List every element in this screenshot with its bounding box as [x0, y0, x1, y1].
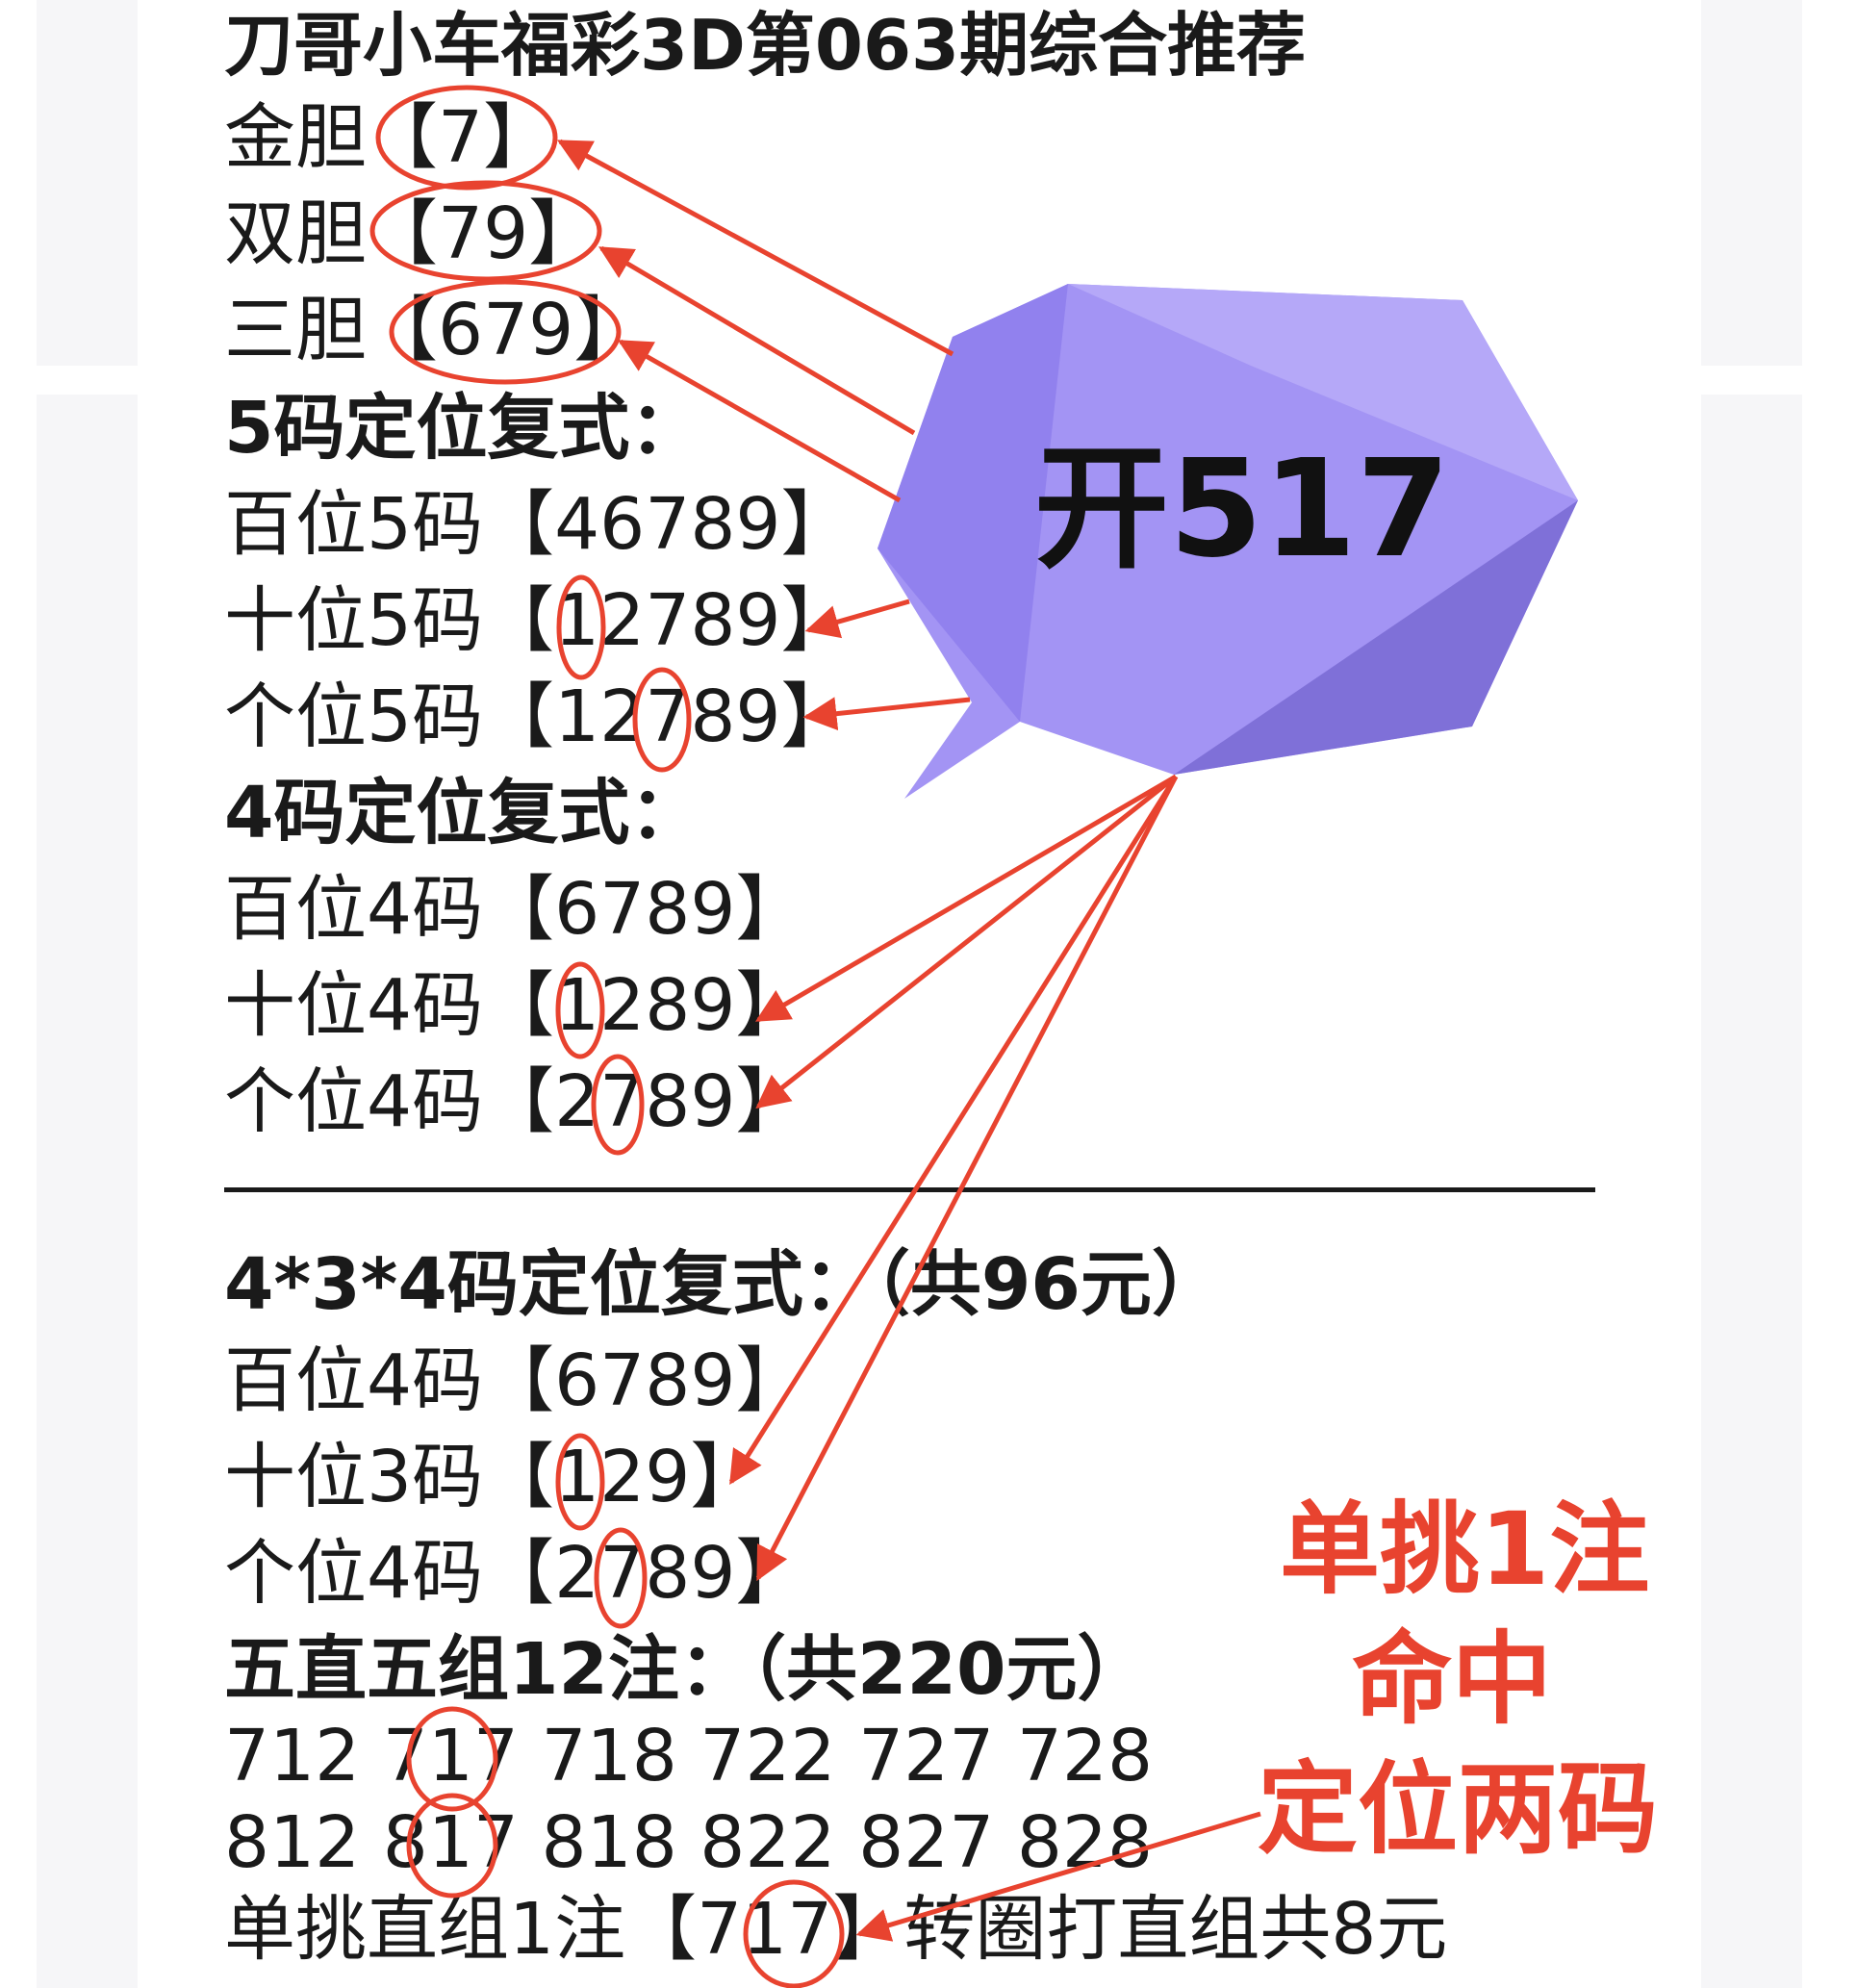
callout-line-2: 命中 — [1352, 1620, 1553, 1738]
right-panel-bottom — [1701, 395, 1802, 1988]
triple-dan: 三胆【679】 — [224, 289, 646, 371]
page-title: 刀哥小车福彩3D第063期综合推荐 — [224, 5, 1307, 86]
five-code-heading: 5码定位复式： — [224, 387, 701, 470]
combo-434-tens: 十位3码【129】 — [224, 1436, 762, 1518]
bubble-text: 开517 — [1034, 431, 1451, 588]
callout-line-1: 单挑1注 — [1280, 1491, 1650, 1608]
left-panel-top — [37, 0, 138, 366]
combo-434-units: 个位4码【2789】 — [224, 1532, 807, 1615]
callout-line-3: 定位两码 — [1258, 1750, 1659, 1868]
circle-gold-dan — [375, 85, 558, 191]
circle-row2-817 — [406, 1793, 498, 1899]
speech-bubble — [878, 284, 1578, 799]
arrow-four-units — [755, 775, 1178, 1109]
circle-five-units — [632, 667, 692, 773]
arrow-callout — [855, 1811, 1261, 1942]
five-direct-row-1: 712 717 718 722 727 728 — [224, 1715, 1154, 1797]
arrow-434-units — [755, 775, 1179, 1582]
circle-five-tens — [556, 574, 606, 680]
double-dan: 双胆【79】 — [224, 192, 600, 275]
five-direct-row-2: 812 817 818 822 827 828 — [224, 1801, 1154, 1884]
divider — [224, 1187, 1595, 1192]
circle-434-units — [594, 1527, 648, 1629]
right-panel-top — [1701, 0, 1802, 366]
arrow-double-dan — [598, 245, 916, 436]
circle-row1-717 — [406, 1706, 498, 1812]
circle-single-717 — [743, 1879, 845, 1988]
arrow-five-tens — [804, 599, 910, 639]
five-code-units: 个位5码【12789】 — [224, 675, 852, 758]
combo-434-heading: 4*3*4码定位复式：（共96元） — [224, 1243, 1223, 1326]
arrow-four-tens — [754, 774, 1178, 1023]
left-panel-bottom — [37, 395, 138, 1988]
four-code-units: 个位4码【2789】 — [224, 1060, 807, 1143]
arrow-triple-dan — [617, 339, 902, 503]
combo-434-hundreds: 百位4码【6789】 — [224, 1339, 807, 1422]
circle-four-units — [591, 1054, 645, 1156]
arrow-434-tens — [728, 775, 1179, 1485]
five-code-hundreds: 百位5码【46789】 — [224, 483, 852, 566]
four-code-hundreds: 百位4码【6789】 — [224, 868, 807, 951]
arrow-five-units — [802, 697, 971, 731]
circle-434-tens — [555, 1433, 605, 1531]
five-code-tens: 十位5码【12789】 — [224, 579, 852, 662]
five-direct-heading: 五直五组12注：（共220元） — [224, 1628, 1149, 1711]
circle-four-tens — [555, 961, 605, 1059]
circle-double-dan — [369, 180, 602, 282]
four-code-tens: 十位4码【1289】 — [224, 964, 807, 1047]
arrow-gold-dan — [556, 139, 954, 357]
four-code-heading: 4码定位复式： — [224, 772, 701, 854]
circle-triple-dan — [389, 279, 622, 385]
